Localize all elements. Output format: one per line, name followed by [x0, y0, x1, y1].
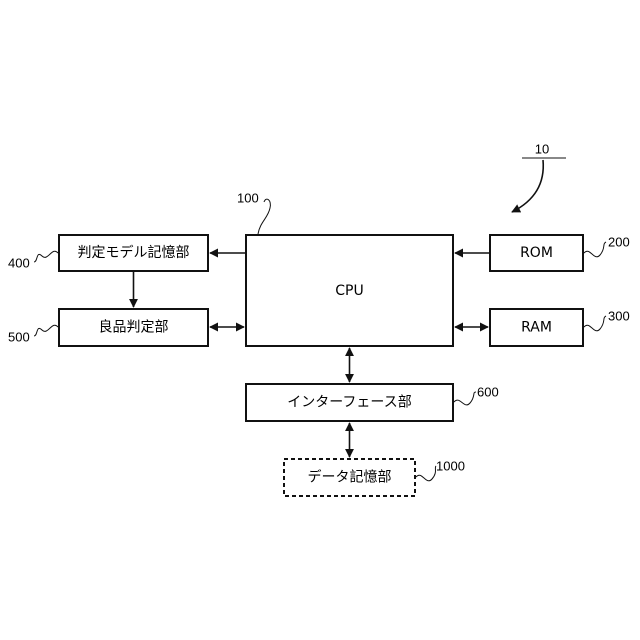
ram-ref-number: 300 [608, 309, 630, 324]
quality-judgment-ref-number: 500 [8, 330, 30, 345]
quality-judgment-block: 良品判定部 500 [8, 309, 208, 346]
cpu-ref-number: 100 [237, 191, 259, 206]
rom-block: ROM 200 [490, 235, 630, 272]
model-storage-block: 判定モデル記憶部 400 [8, 235, 208, 271]
ram-ref-leader [584, 316, 606, 331]
cpu-block: CPU 100 [237, 191, 453, 347]
model-storage-ref-leader [34, 251, 58, 262]
cpu-label: CPU [335, 283, 363, 299]
interface-block: インターフェース部 600 [246, 384, 499, 421]
data-storage-ref-number: 1000 [436, 459, 465, 474]
rom-ref-leader [584, 242, 606, 257]
data-storage-block: データ記憶部 1000 [284, 459, 465, 497]
quality-judgment-ref-leader [34, 325, 58, 336]
ram-block: RAM 300 [490, 309, 630, 347]
model-storage-label: 判定モデル記憶部 [78, 244, 190, 261]
ram-label: RAM [521, 320, 552, 336]
interface-ref-number: 600 [477, 385, 499, 400]
rom-label: ROM [520, 245, 553, 261]
interface-label: インターフェース部 [287, 395, 411, 411]
system-ref-number: 10 [535, 142, 549, 157]
system-reference: 10 [512, 142, 566, 213]
data-storage-ref-leader [416, 466, 436, 481]
quality-judgment-label: 良品判定部 [99, 320, 169, 336]
data-storage-label: データ記憶部 [308, 469, 392, 486]
rom-ref-number: 200 [608, 235, 630, 250]
model-storage-ref-number: 400 [8, 256, 30, 271]
system-pointer-arrow [512, 160, 543, 212]
cpu-ref-leader [258, 199, 270, 234]
interface-ref-leader [454, 392, 476, 405]
